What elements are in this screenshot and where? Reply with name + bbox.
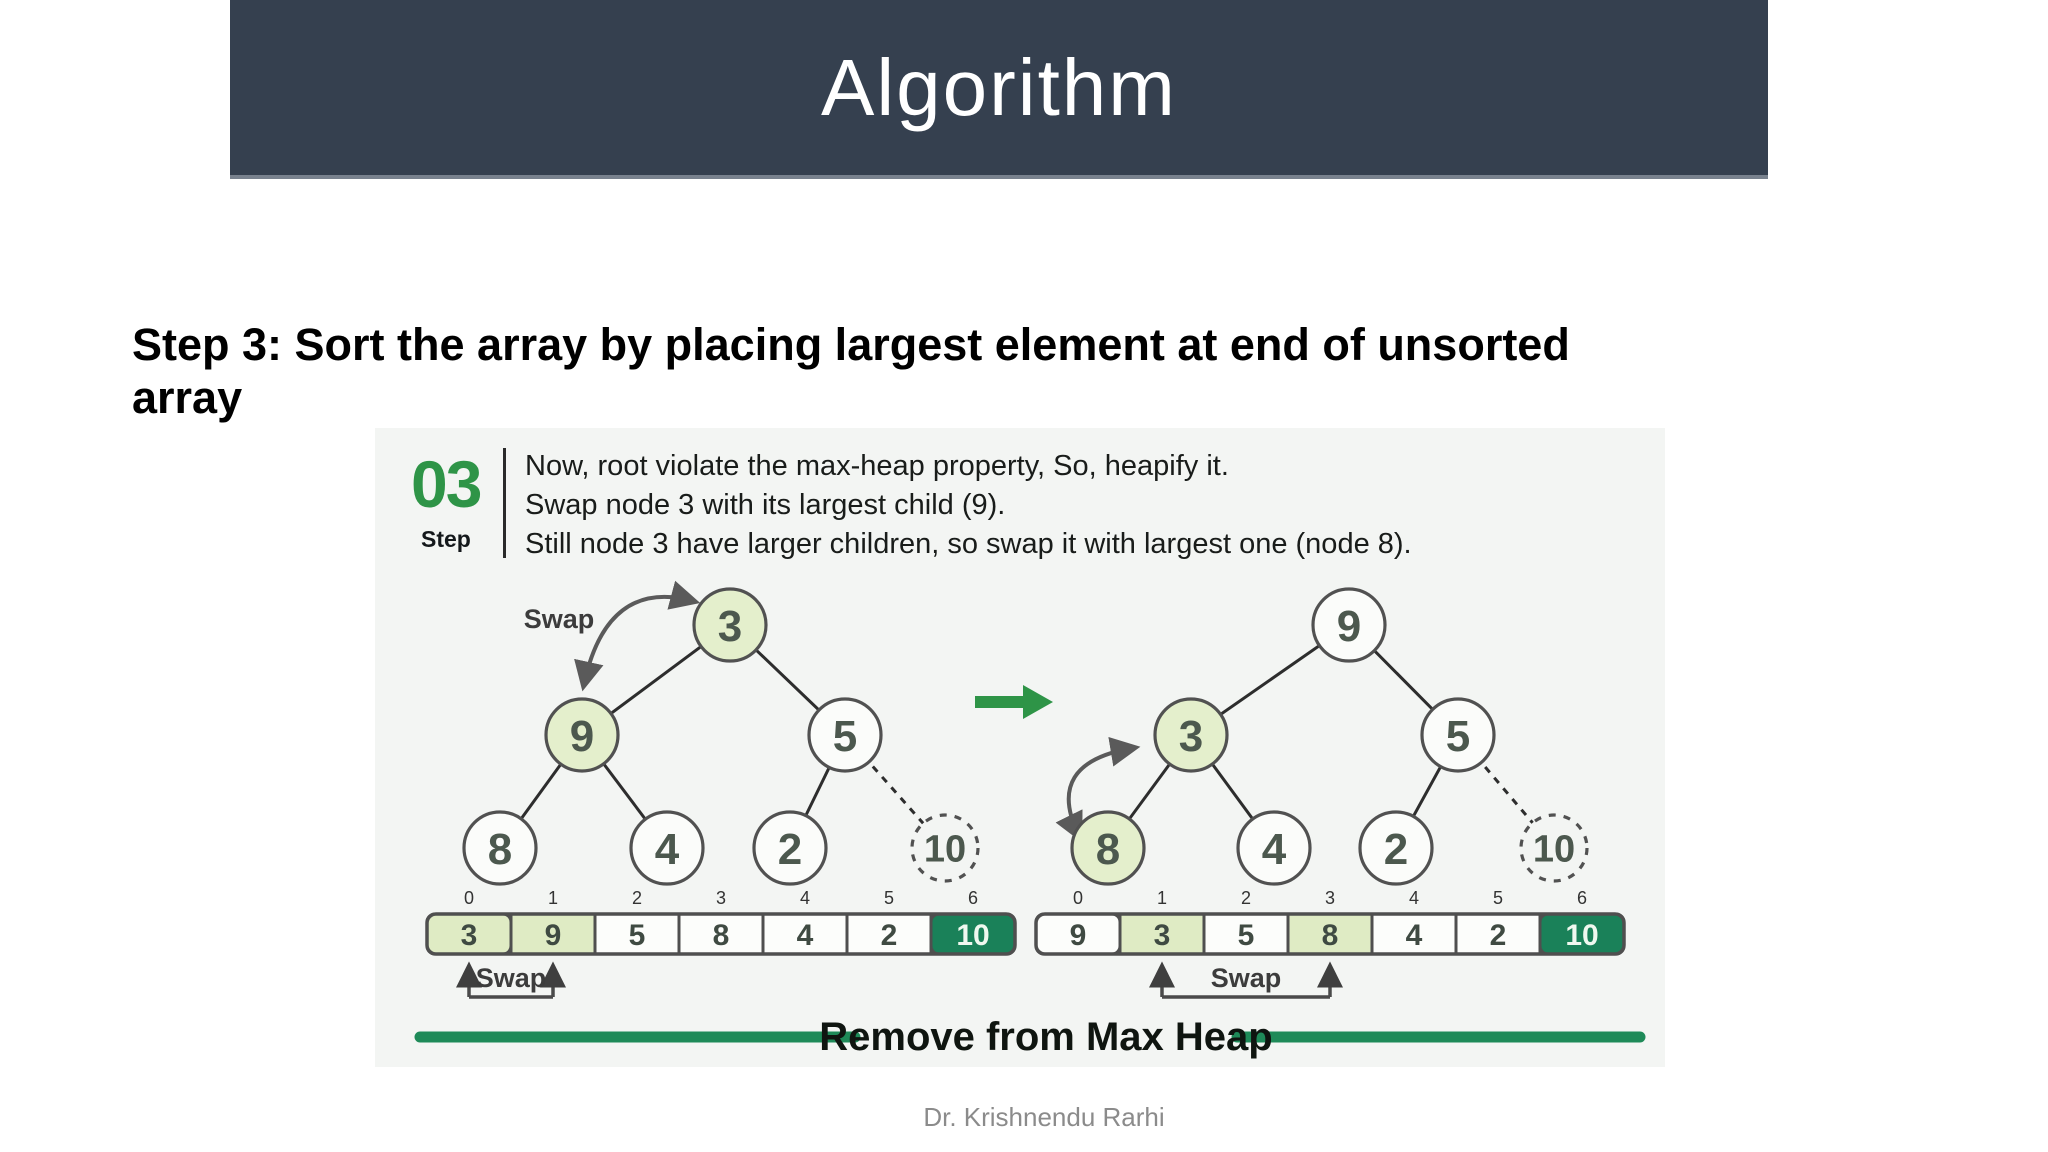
swap-arc-arrow <box>574 580 701 692</box>
tree-node-value: 9 <box>570 712 594 761</box>
array-cell-value: 5 <box>1238 919 1255 952</box>
heap-tree-before: Swap 3 9 5 8 4 2 10 <box>462 580 980 886</box>
tree-node-value: 4 <box>655 825 680 874</box>
array-index-label: 5 <box>884 888 894 908</box>
author-credit: Dr. Krishnendu Rarhi <box>923 1102 1165 1132</box>
array-index-label: 3 <box>716 888 726 908</box>
remove-banner: Remove from Max Heap <box>414 1015 1646 1059</box>
array-index-label: 0 <box>1073 888 1083 908</box>
step-heading-line1: Step 3: Sort the array by placing larges… <box>132 319 1570 370</box>
swap-label: Swap <box>524 604 595 634</box>
step-description-line: Swap node 3 with its largest child (9). <box>525 489 1006 521</box>
tree-node <box>462 810 538 886</box>
tree-node <box>1420 697 1496 773</box>
array-index-label: 1 <box>548 888 558 908</box>
array-cell-value: 9 <box>1070 919 1087 952</box>
tree-node <box>1070 810 1146 886</box>
step-description: Now, root violate the max-heap property,… <box>525 447 1412 564</box>
tree-edge <box>843 734 947 849</box>
array-cell-value: 8 <box>713 919 730 952</box>
tree-node <box>752 810 828 886</box>
swap-label: Swap <box>476 963 547 993</box>
slide-title: Algorithm <box>821 42 1177 132</box>
tree-node <box>692 587 768 663</box>
array-cell-value: 8 <box>1322 919 1339 952</box>
tree-node-value: 2 <box>1384 825 1408 874</box>
array-index-label: 3 <box>1325 888 1335 908</box>
tree-node-value: 5 <box>1446 712 1470 761</box>
step-description-line: Now, root violate the max-heap property,… <box>525 450 1229 482</box>
swap-arc-arrow <box>1055 736 1141 843</box>
step-info-block: 03 Step Now, root violate the max-heap p… <box>375 428 1665 578</box>
slide-header: Algorithm <box>230 0 1768 179</box>
step-number: 03 <box>411 447 482 521</box>
array-cell-value: 4 <box>1406 919 1423 952</box>
diagram-panel: 03 Step Now, root violate the max-heap p… <box>375 428 1665 1067</box>
step-number-label: Step <box>421 526 471 552</box>
tree-node <box>1153 697 1229 773</box>
tree-node <box>1236 810 1312 886</box>
array-cell-value: 10 <box>1565 919 1598 952</box>
tree-node <box>629 810 705 886</box>
tree-node <box>807 697 883 773</box>
tree-node <box>910 813 980 883</box>
array-index-label: 5 <box>1493 888 1503 908</box>
tree-node-value: 9 <box>1337 602 1361 651</box>
tree-edge <box>1456 734 1556 849</box>
array-cell <box>509 912 597 956</box>
array-cell-value: 4 <box>797 919 814 952</box>
array-outline <box>1034 912 1626 956</box>
step-description-line: Still node 3 have larger children, so sw… <box>525 528 1412 560</box>
tree-node-value: 5 <box>833 712 857 761</box>
array-cell <box>1370 912 1458 956</box>
tree-node-value: 10 <box>924 829 966 871</box>
array-index-label: 1 <box>1157 888 1167 908</box>
array-cell-value: 10 <box>956 919 989 952</box>
array-index-label: 4 <box>800 888 810 908</box>
heap-tree-after: 9 3 5 8 4 2 10 <box>1055 587 1589 886</box>
tree-node-value: 8 <box>1096 825 1120 874</box>
step-divider <box>503 448 506 558</box>
array-index-label: 2 <box>632 888 642 908</box>
array-cell-value: 2 <box>1490 919 1507 952</box>
transition-arrow-icon <box>975 685 1053 719</box>
tree-node-value: 3 <box>718 602 742 651</box>
array-index-label: 6 <box>968 888 978 908</box>
array-outline <box>425 912 1017 956</box>
array-cell-value: 2 <box>881 919 898 952</box>
tree-node-value: 8 <box>488 825 512 874</box>
array-cell-value: 3 <box>461 919 478 952</box>
swap-label: Swap <box>1211 963 1282 993</box>
tree-node <box>1519 813 1589 883</box>
array-cell <box>1118 912 1206 956</box>
tree-node <box>1311 587 1387 663</box>
array-index-label: 4 <box>1409 888 1419 908</box>
tree-node <box>1358 810 1434 886</box>
array-cell-value: 9 <box>545 919 562 952</box>
array-index-label: 6 <box>1577 888 1587 908</box>
tree-node-value: 3 <box>1179 712 1203 761</box>
array-index-label: 2 <box>1241 888 1251 908</box>
array-index-label: 0 <box>464 888 474 908</box>
tree-node-value: 10 <box>1533 829 1575 871</box>
tree-node <box>544 697 620 773</box>
tree-node-value: 4 <box>1262 825 1287 874</box>
step-heading-line2: array <box>132 372 243 423</box>
tree-node-value: 2 <box>778 825 802 874</box>
banner-text: Remove from Max Heap <box>819 1015 1272 1059</box>
array-cell-value: 3 <box>1154 919 1171 952</box>
array-cell-value: 5 <box>629 919 646 952</box>
step-heading: Step 3: Sort the array by placing larges… <box>132 318 1912 424</box>
